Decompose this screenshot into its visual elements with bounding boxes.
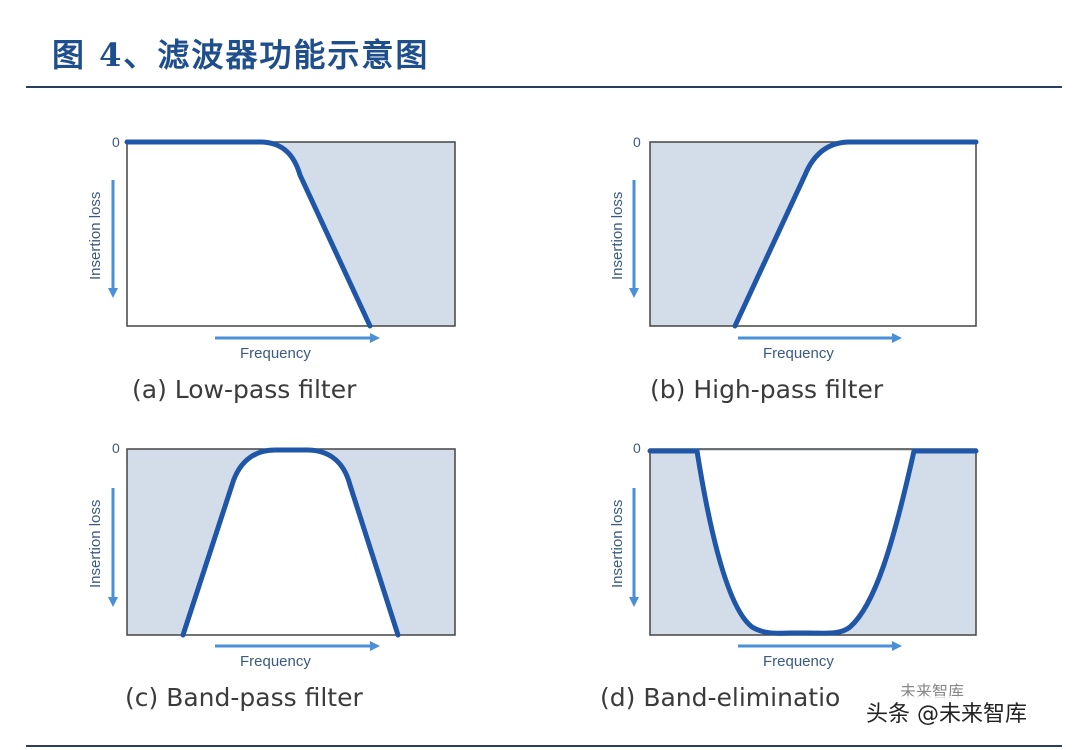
panel-band-elimination: 0 Insertion loss Frequency (d) Band-elim… (600, 440, 979, 712)
panel-caption: (d) Band-eliminatio (600, 683, 840, 712)
panel-caption: (b) High-pass filter (650, 375, 884, 404)
stopband-area (697, 451, 914, 635)
panel-caption: (a) Low-pass filter (132, 375, 357, 404)
plot-frame (126, 141, 456, 327)
y-axis-label: Insertion loss (87, 192, 104, 280)
response-curve (732, 139, 979, 329)
watermark: 头条 @未来智库 (862, 696, 1031, 728)
x-axis-label: Frequency (240, 345, 311, 362)
panel-caption: (c) Band-pass filter (125, 683, 363, 712)
zero-label: 0 (633, 440, 641, 456)
plot-frame (649, 141, 977, 327)
stopband-shading (650, 142, 850, 326)
y-axis-label: Insertion loss (609, 500, 626, 588)
top-divider (26, 86, 1062, 88)
passband-area (183, 450, 398, 635)
response-curve (180, 447, 401, 638)
panel-low-pass: 0 Insertion loss Frequency (a) Low-pass … (87, 134, 456, 404)
x-axis-label: Frequency (763, 653, 834, 670)
y-axis-label: Insertion loss (87, 500, 104, 588)
zero-label: 0 (112, 440, 120, 456)
panel-high-pass: 0 Insertion loss Frequency (b) High-pass… (609, 134, 979, 404)
response-curve (647, 448, 979, 636)
zero-label: 0 (112, 134, 120, 150)
y-axis-label: Insertion loss (609, 192, 626, 280)
response-curve (124, 139, 373, 329)
x-axis-label: Frequency (240, 653, 311, 670)
zero-label: 0 (633, 134, 641, 150)
panel-band-pass: 0 Insertion loss Frequency (c) Band-pass… (87, 440, 456, 712)
figure-title: 图 4、滤波器功能示意图 (52, 36, 430, 74)
bottom-divider (26, 745, 1062, 747)
x-axis-label: Frequency (763, 345, 834, 362)
